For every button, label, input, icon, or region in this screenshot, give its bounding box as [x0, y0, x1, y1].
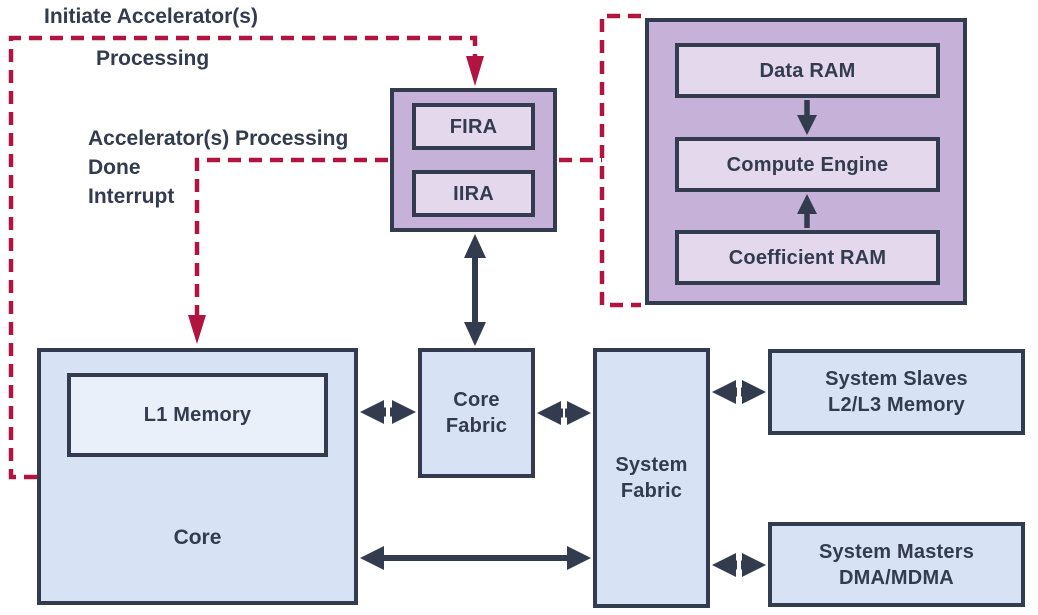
done-interrupt-arrowhead-icon: [188, 315, 206, 344]
core-corefabric-arrow: [360, 400, 416, 424]
coefficient-ram-label: Coefficient RAM: [728, 246, 887, 269]
initiate-annotation-line2: Processing: [96, 47, 210, 70]
system-fabric-block: System Fabric: [593, 348, 710, 608]
compute-engine-box: Compute Engine: [675, 137, 940, 192]
initiate-annotation-line1: Initiate Accelerator(s): [44, 5, 258, 28]
core-fabric-block: Core Fabric: [418, 348, 535, 478]
compute-engine-label: Compute Engine: [726, 153, 889, 176]
system-slaves-line2: L2/L3 Memory: [828, 394, 965, 416]
accelerator-detail-block: Data RAM Compute Engine Coefficient RAM: [645, 18, 967, 305]
data-ram-label: Data RAM: [759, 59, 856, 82]
fira-box: FIRA: [412, 103, 535, 150]
system-masters-line1: System Masters: [818, 540, 975, 563]
core-fabric-line1: Core: [453, 389, 500, 411]
done-interrupt-line3: Interrupt: [88, 185, 175, 208]
l1-memory-label: L1 Memory: [143, 404, 252, 426]
accel-corefabric-arrow: [464, 234, 486, 346]
systemfabric-slaves-arrow: [712, 380, 766, 404]
system-slaves-label: System Slaves L2/L3 Memory: [825, 366, 968, 418]
coefficient-ram-box: Coefficient RAM: [675, 230, 940, 285]
done-interrupt-line2: Done: [88, 156, 141, 179]
core-block: L1 Memory Core: [37, 348, 358, 605]
system-slaves-block: System Slaves L2/L3 Memory: [768, 349, 1025, 435]
done-interrupt-annotation: Accelerator(s) Processing Done Interrupt: [88, 124, 348, 211]
iira-label: IIRA: [453, 182, 494, 205]
systemfabric-masters-arrow: [712, 553, 766, 577]
data-ram-box: Data RAM: [675, 43, 940, 98]
system-fabric-line2: Fabric: [620, 480, 683, 502]
system-slaves-line1: System Slaves: [825, 368, 968, 390]
core-fabric-label: Core Fabric: [446, 387, 507, 439]
core-label: Core: [173, 526, 222, 549]
system-masters-label: System Masters DMA/MDMA: [819, 539, 974, 591]
l1-memory-box: L1 Memory: [67, 373, 328, 457]
detail-callout-bracket: [559, 13, 641, 308]
system-fabric-label: System Fabric: [615, 452, 687, 504]
initiate-arrowhead-icon: [466, 56, 484, 86]
system-masters-line2: DMA/MDMA: [839, 566, 954, 589]
core-systemfabric-arrow: [360, 546, 591, 570]
system-masters-block: System Masters DMA/MDMA: [768, 522, 1025, 607]
core-fabric-line2: Fabric: [445, 415, 508, 437]
corefabric-systemfabric-arrow: [537, 401, 591, 425]
accelerators-block: FIRA IIRA: [390, 88, 557, 232]
fira-label: FIRA: [449, 115, 498, 138]
iira-box: IIRA: [412, 170, 535, 217]
done-interrupt-line1: Accelerator(s) Processing: [88, 127, 349, 150]
system-fabric-line1: System: [615, 454, 688, 476]
